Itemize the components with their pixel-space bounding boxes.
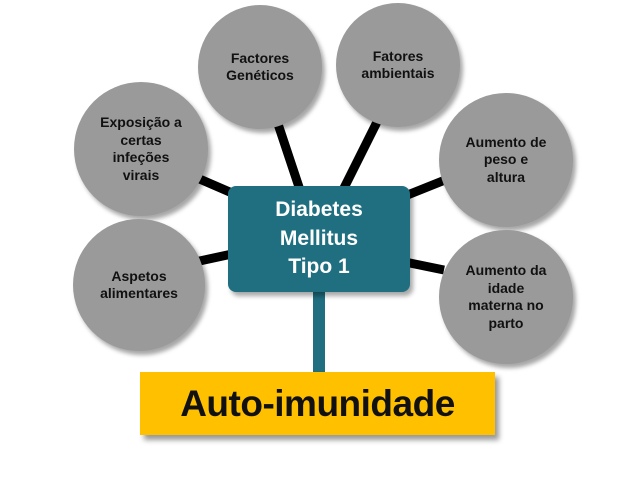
banner-label: Auto-imunidade xyxy=(180,382,455,424)
factor-label: Fatores ambientais xyxy=(361,47,435,82)
factor-label: Aumento da idade materna no parto xyxy=(465,262,547,331)
factor-bubble-fatores-ambientais: Fatores ambientais xyxy=(336,3,460,127)
center-node: Diabetes Mellitus Tipo 1 xyxy=(228,186,410,292)
connector-aumento-peso-altura xyxy=(403,175,447,201)
factor-bubble-aumento-idade-materna: Aumento da idade materna no parto xyxy=(439,230,573,364)
connector-exposicao-infecoes xyxy=(193,172,234,198)
connector-aspetos-alimentares xyxy=(194,249,233,267)
connector-aumento-idade-materna xyxy=(404,257,445,275)
factor-label: Aspetos alimentares xyxy=(100,267,178,302)
factor-bubble-factores-geneticos: Factores Genéticos xyxy=(198,5,322,129)
factor-bubble-aumento-peso-altura: Aumento de peso e altura xyxy=(439,93,573,227)
center-stem xyxy=(313,285,325,377)
center-label: Diabetes Mellitus Tipo 1 xyxy=(275,198,363,279)
factor-bubble-exposicao-infecoes: Exposição a certas infeções virais xyxy=(74,82,208,216)
factor-label: Exposição a certas infeções virais xyxy=(100,114,182,183)
factor-label: Aumento de peso e altura xyxy=(465,133,547,185)
factor-label: Factores Genéticos xyxy=(226,49,294,84)
factor-bubble-aspetos-alimentares: Aspetos alimentares xyxy=(73,219,205,351)
auto-imunidade-banner: Auto-imunidade xyxy=(140,372,495,435)
